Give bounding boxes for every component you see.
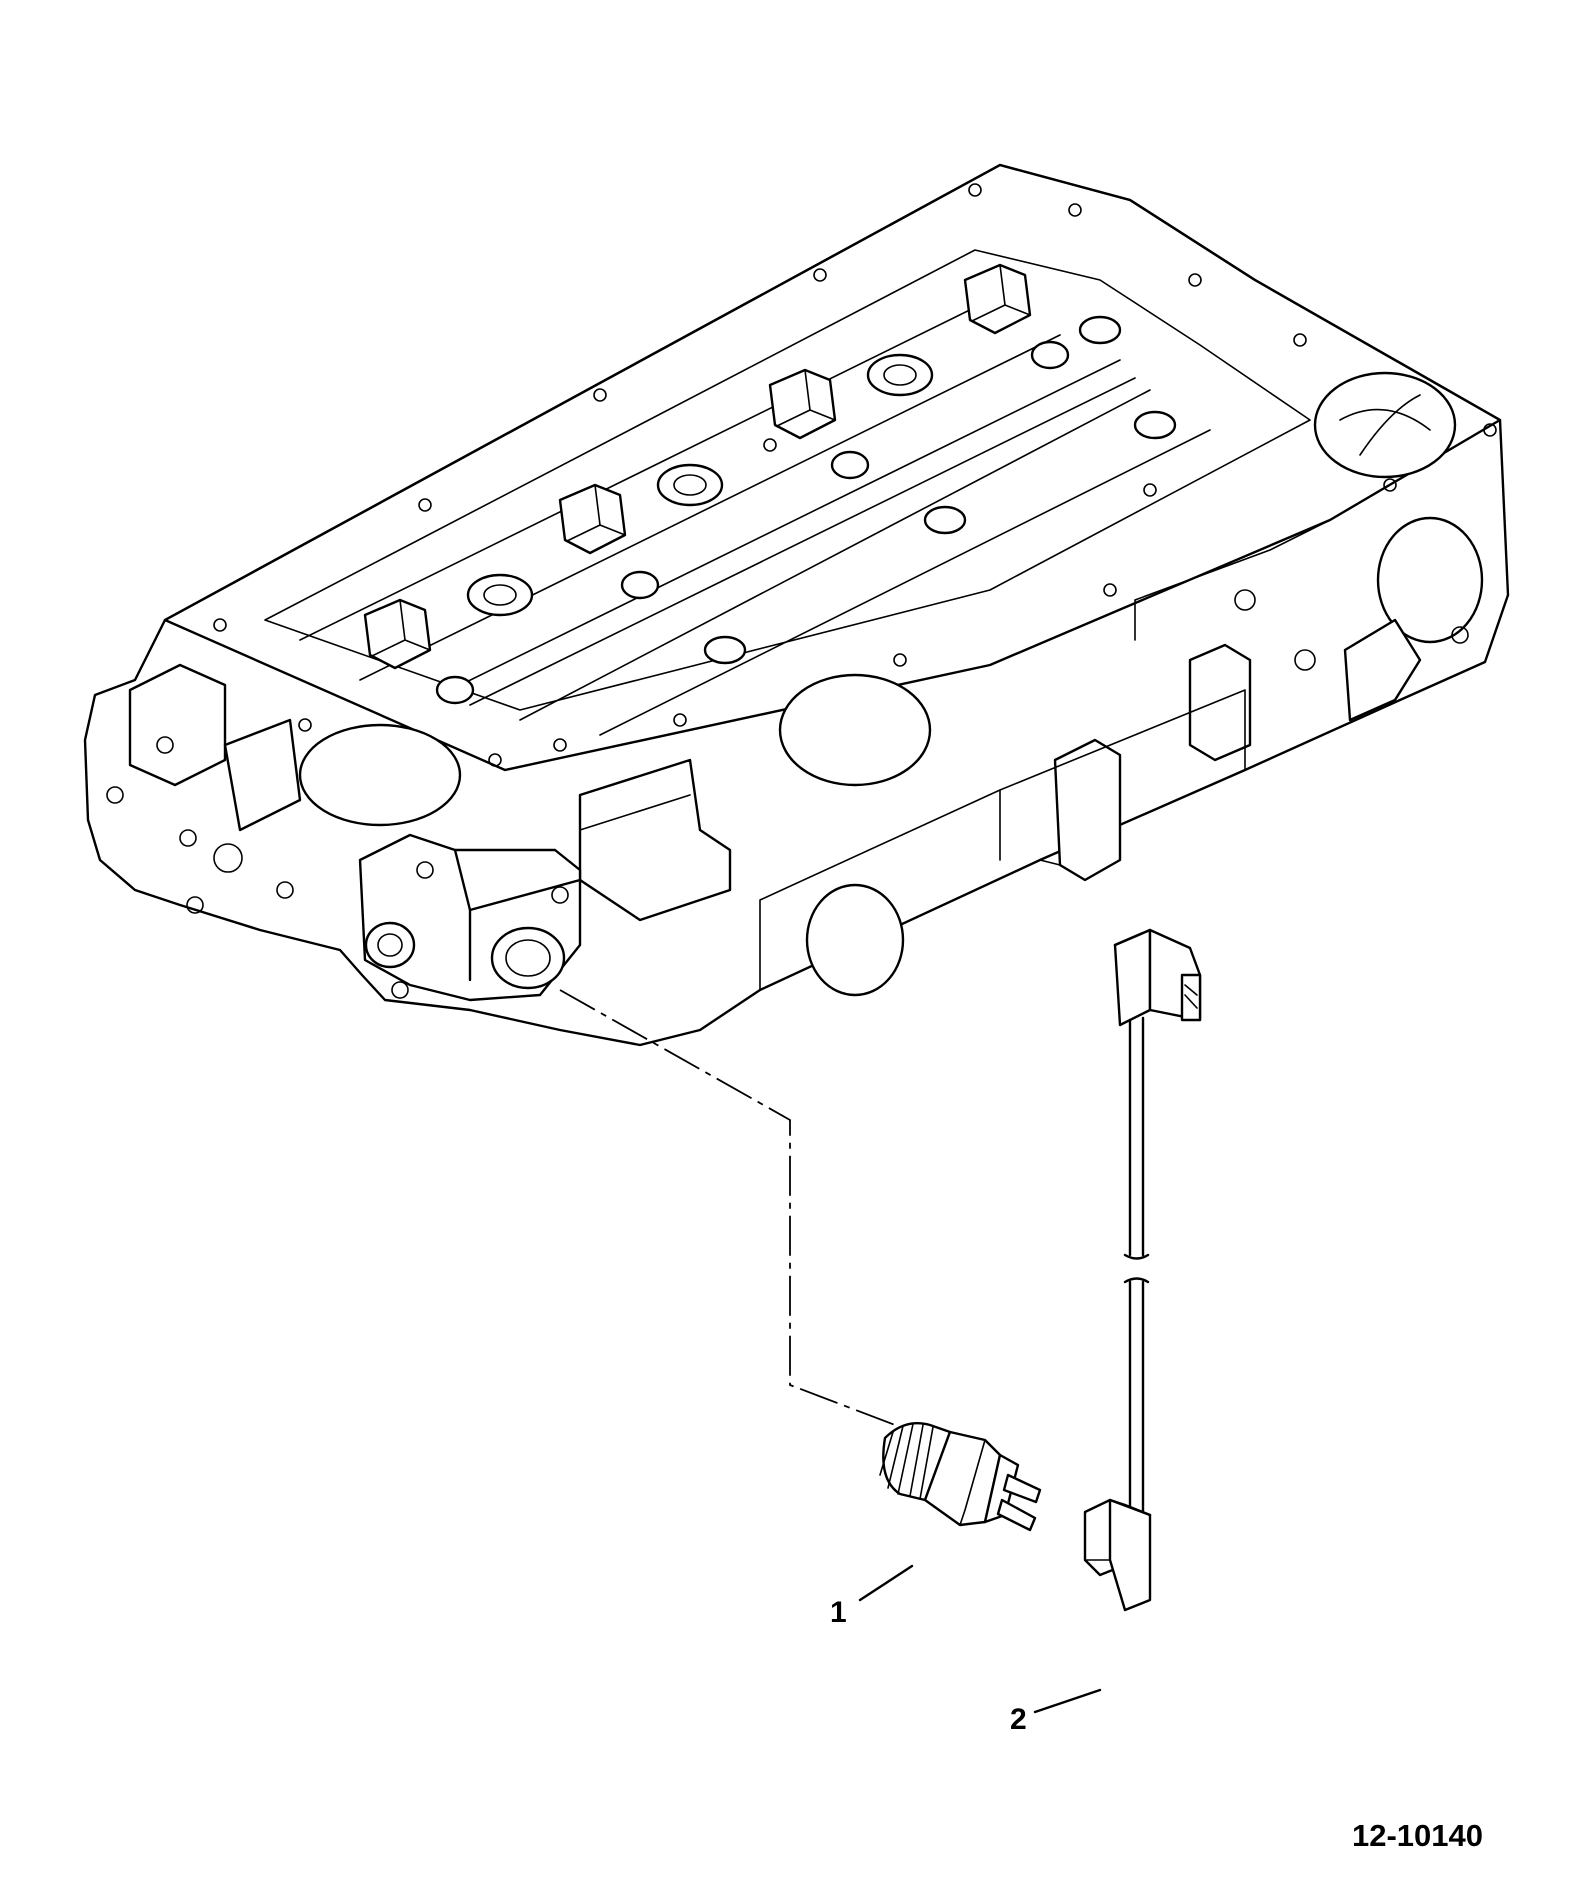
callout-leader-1 [858,1564,914,1602]
injector-bosses [435,315,1177,705]
sensor-port-boss [358,833,582,1002]
callout-label-1: 1 [830,1596,847,1629]
wiring-harness [1083,928,1202,1612]
callout-label-2: 2 [1010,1703,1027,1736]
rocker-pedestal-group [363,263,1032,670]
manifold-ports [298,371,1484,997]
bolt-holes [213,183,1497,767]
temperature-sender-switch [879,1421,1042,1532]
assembly-leader-line [559,989,896,1426]
figure-number: 12-10140 [1352,1818,1484,1853]
callout-leader-2 [1033,1688,1102,1714]
side-face-details [106,519,1469,991]
cylinder-head [83,163,1510,1047]
